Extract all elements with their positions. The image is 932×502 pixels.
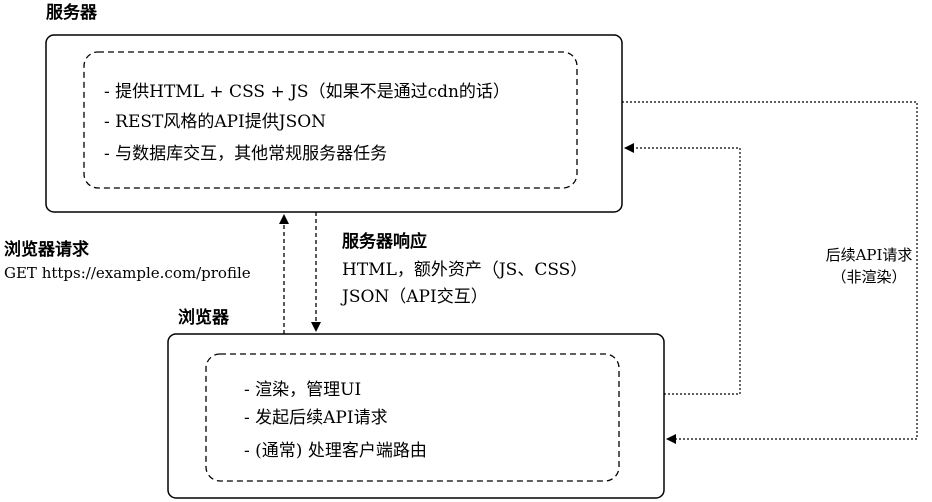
response-line-1: HTML，额外资产（JS、CSS）: [342, 260, 588, 280]
followup-line-1: 后续API请求: [825, 246, 913, 264]
request-detail: GET https://example.com/profile: [4, 264, 251, 282]
followup-line-2: （非渲染）: [831, 268, 907, 286]
server-inner-box: [83, 51, 578, 189]
browser-item-3: - (通常) 处理客户端路由: [244, 441, 427, 461]
server-item-3: - 与数据库交互，其他常规服务器任务: [104, 144, 388, 164]
browser-box: [167, 333, 665, 499]
server-title: 服务器: [46, 3, 97, 23]
browser-item-2: - 发起后续API请求: [244, 408, 388, 428]
followup-response-arrow: [622, 101, 918, 444]
server-item-1: - 提供HTML + CSS + JS（如果不是通过cdn的话）: [104, 82, 510, 102]
server-item-2: - REST风格的API提供JSON: [104, 112, 327, 132]
browser-item-1: - 渲染，管理UI: [244, 380, 362, 400]
response-title: 服务器响应: [342, 232, 427, 252]
response-line-2: JSON（API交互）: [342, 287, 488, 307]
browser-inner-box: [205, 353, 620, 482]
browser-title: 浏览器: [178, 308, 229, 328]
request-title: 浏览器请求: [4, 240, 89, 260]
server-box: [45, 34, 623, 213]
followup-request-arrow: [624, 143, 741, 395]
